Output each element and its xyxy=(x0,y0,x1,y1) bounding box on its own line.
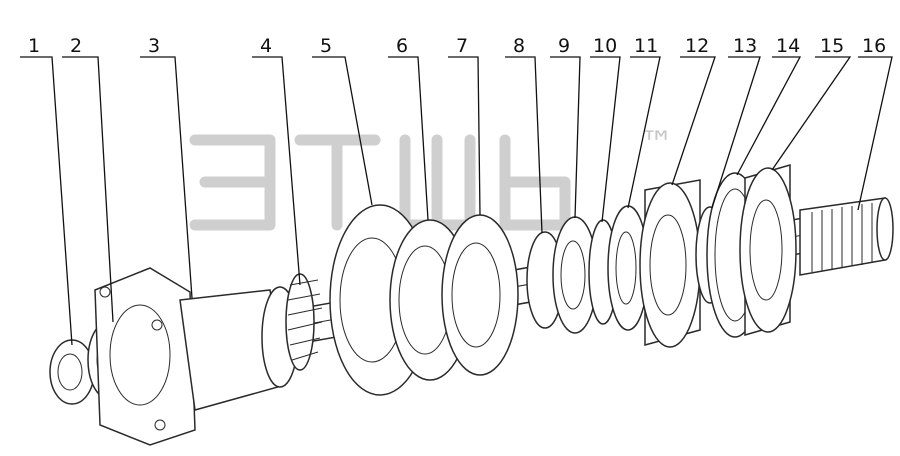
callout-labels: 1 2 3 4 5 6 7 8 9 10 11 12 13 14 15 16 xyxy=(28,35,886,57)
label-10: 10 xyxy=(593,35,617,57)
label-2: 2 xyxy=(70,35,82,57)
leader-lines xyxy=(20,56,893,346)
label-6: 6 xyxy=(396,35,408,57)
label-15: 15 xyxy=(820,35,844,57)
label-3: 3 xyxy=(148,35,160,57)
label-14: 14 xyxy=(776,35,800,57)
part-16-splined-end xyxy=(799,197,894,276)
label-7: 7 xyxy=(456,35,468,57)
part-12-bearing xyxy=(639,179,701,348)
watermark-logo: ™ xyxy=(189,124,674,231)
label-11: 11 xyxy=(634,35,658,57)
part-3-flange xyxy=(94,267,299,446)
part-1-nut xyxy=(49,339,95,405)
label-8: 8 xyxy=(513,35,525,57)
label-1: 1 xyxy=(28,35,40,57)
label-12: 12 xyxy=(685,35,709,57)
label-5: 5 xyxy=(320,35,332,57)
part-7-bearing-race xyxy=(441,214,519,376)
label-16: 16 xyxy=(862,35,886,57)
label-9: 9 xyxy=(558,35,570,57)
part-4-splined-sleeve xyxy=(285,273,323,371)
watermark-tm: ™ xyxy=(640,124,674,164)
label-4: 4 xyxy=(260,35,272,57)
label-13: 13 xyxy=(733,35,757,57)
part-15-bearing xyxy=(739,164,797,336)
